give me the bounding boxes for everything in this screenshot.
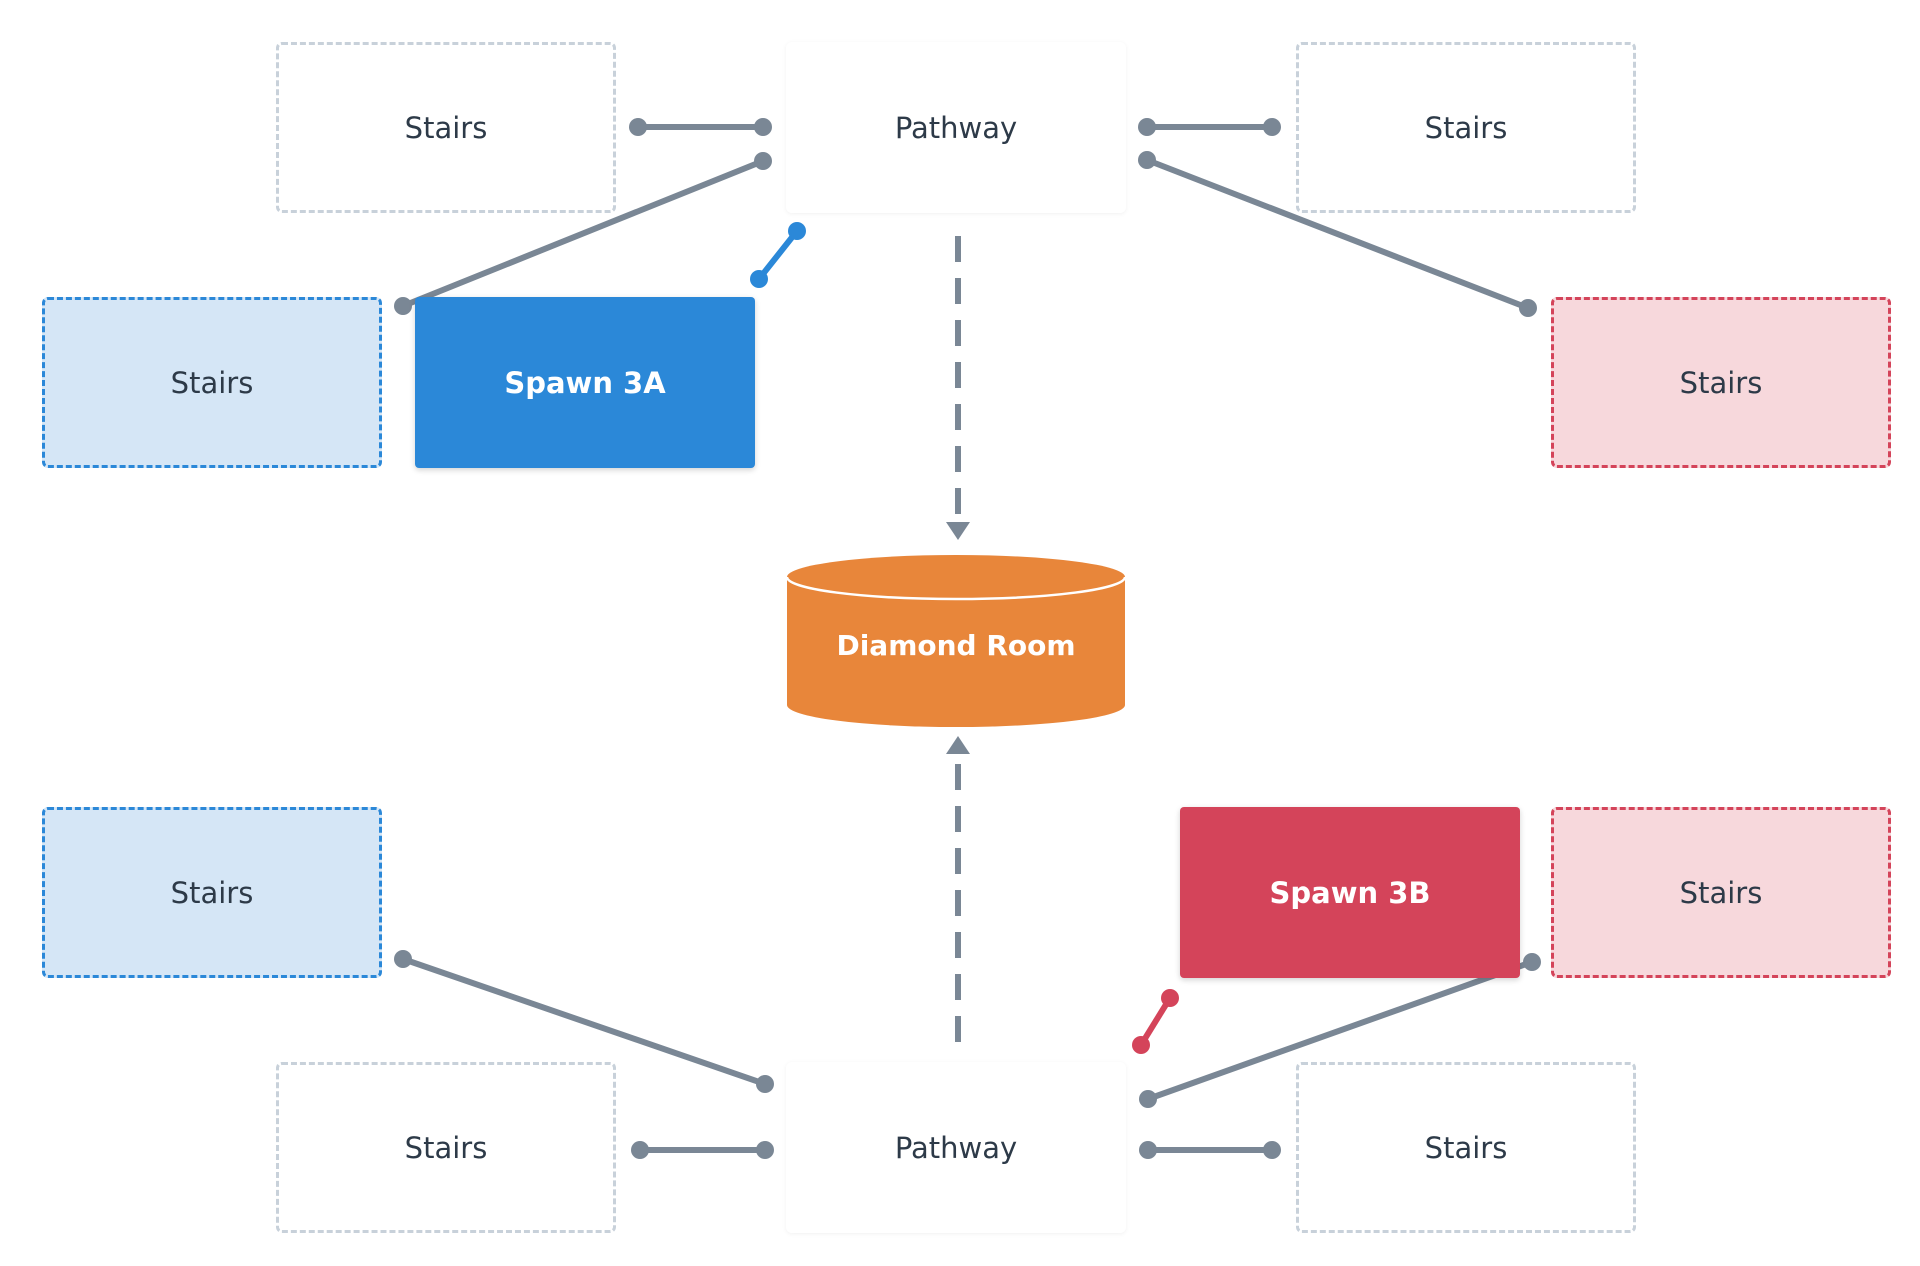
stairs-top-left: Stairs	[276, 42, 616, 213]
spawn-3a-label: Spawn 3A	[504, 365, 666, 400]
connectors	[394, 118, 1541, 1159]
diamond-room-cylinder	[785, 555, 1127, 727]
stairs-low-left: Stairs	[42, 807, 382, 978]
stairs-bottom-left-label: Stairs	[404, 1130, 488, 1165]
spawn-3b: Spawn 3B	[1180, 807, 1520, 978]
stairs-low-right: Stairs	[1551, 807, 1891, 978]
pathway-top: Pathway	[786, 42, 1126, 213]
pathway-bottom-label: Pathway	[894, 1130, 1018, 1165]
stairs-mid-left-label: Stairs	[170, 365, 254, 400]
stairs-mid-right-label: Stairs	[1679, 365, 1763, 400]
spawn-3b-marker	[1132, 989, 1179, 1054]
spawn-3b-label: Spawn 3B	[1269, 875, 1431, 910]
stairs-top-right: Stairs	[1296, 42, 1636, 213]
connector-bottom-right-stairs	[1139, 1141, 1281, 1159]
arrow-pathway-top-to-diamond-room	[946, 236, 970, 540]
arrow-pathway-bottom-to-diamond-room	[946, 736, 970, 1042]
stairs-bottom-right-label: Stairs	[1424, 1130, 1508, 1165]
connector-bottom-left-stairs	[631, 1141, 774, 1159]
stairs-low-left-label: Stairs	[170, 875, 254, 910]
diamond-room-label: Diamond Room	[836, 628, 1076, 662]
connector-pathway-top-to-red-stairs	[1138, 151, 1537, 317]
pathway-top-label: Pathway	[894, 110, 1018, 145]
stairs-top-right-label: Stairs	[1424, 110, 1508, 145]
spawn-3a: Spawn 3A	[415, 297, 755, 468]
connector-pathway-top-to-blue-stairs	[394, 152, 772, 315]
stairs-mid-right: Stairs	[1551, 297, 1891, 468]
stairs-mid-left: Stairs	[42, 297, 382, 468]
connector-blue-stairs-to-pathway-bottom	[394, 950, 774, 1093]
connector-top-right-stairs	[1138, 118, 1281, 136]
stairs-bottom-right: Stairs	[1296, 1062, 1636, 1233]
pathway-bottom: Pathway	[786, 1062, 1126, 1233]
connector-pathway-bottom-to-red-stairs	[1139, 953, 1541, 1108]
stairs-low-right-label: Stairs	[1679, 875, 1763, 910]
stairs-top-left-label: Stairs	[404, 110, 488, 145]
connector-top-left-stairs	[629, 118, 772, 136]
spawn-3a-marker	[750, 222, 806, 288]
stairs-bottom-left: Stairs	[276, 1062, 616, 1233]
